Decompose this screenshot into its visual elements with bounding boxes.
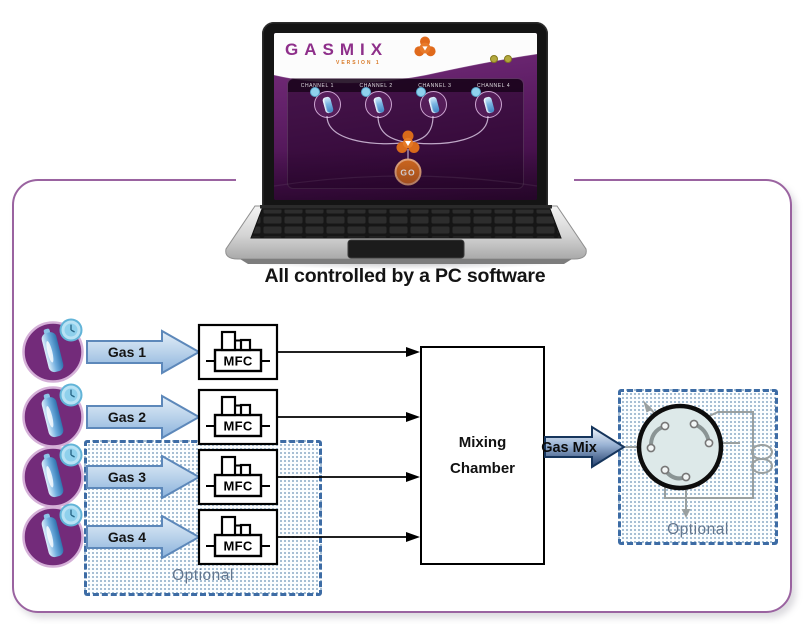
channel-gauge-1 — [310, 87, 341, 118]
status-dot-icon — [504, 55, 512, 63]
channel-label-2: CHANNEL 2 — [359, 82, 393, 89]
mixing-chamber-label-line2: Chamber — [449, 459, 516, 477]
version-text: VERSION 1 — [336, 60, 381, 66]
channel-label-3: CHANNEL 3 — [418, 82, 452, 89]
mixing-chamber-label-line1: Mixing — [458, 434, 507, 451]
optional-inputs-label: Optional — [172, 567, 234, 584]
trackpad — [347, 239, 465, 259]
channel-label-4: CHANNEL 4 — [476, 82, 511, 89]
channel-label-1: CHANNEL 1 — [300, 82, 335, 89]
caption-text: All controlled by a PC software — [264, 265, 546, 287]
channel-header-bar: CHANNEL 1 CHANNEL 2 CHANNEL 3 CHANNEL 4 — [288, 79, 523, 92]
gauge-dot-icon — [361, 87, 371, 97]
gauge-dot-icon — [471, 87, 481, 97]
channel-gauge-4 — [471, 87, 502, 118]
svg-text:GO: GO — [400, 168, 415, 178]
status-dot-icon — [490, 55, 498, 63]
screen-shade — [274, 150, 537, 200]
optional-output-label: Optional — [667, 521, 729, 538]
go-button: GO — [394, 158, 422, 186]
gasmix-logo-icon — [414, 36, 436, 57]
mixer-hub-icon — [396, 130, 420, 153]
laptop-base — [225, 205, 587, 264]
keyboard — [250, 208, 562, 239]
gauge-dot-icon — [310, 87, 320, 97]
hinge — [260, 205, 552, 209]
gasmix-logo-text: GASMIX — [285, 40, 389, 59]
mixing-chamber-box: Mixing Chamber — [420, 346, 545, 565]
laptop-screen: GASMIX VERSION 1 CHANNEL 1 CHANNEL 2 CHA… — [274, 33, 537, 200]
channel-gauge-2 — [361, 87, 392, 118]
channel-network: GO — [274, 115, 537, 187]
channel-gauge-3 — [416, 87, 447, 118]
gauge-dot-icon — [416, 87, 426, 97]
